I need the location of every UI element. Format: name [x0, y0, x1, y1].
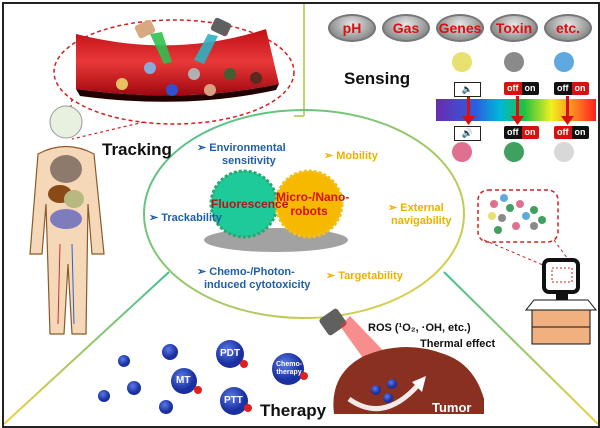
- vessel-callout: [53, 19, 295, 125]
- robot-label-ptt: PTT: [224, 395, 243, 406]
- feature-mobility: ➢ Mobility: [324, 150, 378, 162]
- feature-targetability: ➢ Targetability: [326, 270, 403, 282]
- human-body: [29, 105, 105, 335]
- central-ellipse: [143, 109, 465, 319]
- thermal-effect-label: Thermal effect: [420, 338, 496, 350]
- vessel-robots: [116, 62, 262, 96]
- speaker-quiet-icon: 🔈: [454, 82, 481, 97]
- robot-label-mt: MT: [176, 375, 191, 386]
- curved-arrow: [347, 382, 421, 412]
- section-title-therapy: Therapy: [260, 401, 327, 420]
- light-sources: [134, 17, 232, 64]
- tumor-label: Tumor: [432, 400, 472, 415]
- target-etc: etc.: [544, 14, 592, 42]
- tumor: [333, 346, 484, 414]
- target-ph: pH: [328, 14, 376, 42]
- blood-vessel: [76, 29, 279, 96]
- section-title-tracking: Tracking: [102, 140, 172, 159]
- target-genes: Genes: [436, 14, 484, 42]
- robot-label-chemotherapy: Chemo-therapy: [276, 361, 303, 376]
- robots-label: Micro-/Nano-robots: [276, 190, 350, 218]
- ros-label: ROS (¹O₂, ·OH, etc.): [368, 322, 471, 334]
- target-toxin: Toxin: [490, 14, 538, 42]
- divider-line: [4, 271, 170, 425]
- sensing-robots: [452, 52, 574, 162]
- feature-trackability: ➢ Trackability: [149, 212, 222, 224]
- robot-label-pdt: PDT: [220, 348, 240, 359]
- fluorescence-label: Fluorescence: [211, 197, 289, 211]
- section-title-sensing: Sensing: [344, 69, 411, 88]
- indicator-arrows: [462, 96, 574, 125]
- speaker-loud-icon: 🔊: [454, 126, 481, 141]
- therapy-robots: [98, 340, 308, 415]
- computer-monitor: [477, 189, 598, 345]
- figure-graphics: [4, 4, 598, 425]
- divider-line: [443, 271, 598, 425]
- target-gas: Gas: [382, 14, 430, 42]
- robots-circle: [274, 169, 344, 239]
- feature-cytotoxicity: ➢ Chemo-/Photon-induced cytotoxicity: [197, 266, 311, 291]
